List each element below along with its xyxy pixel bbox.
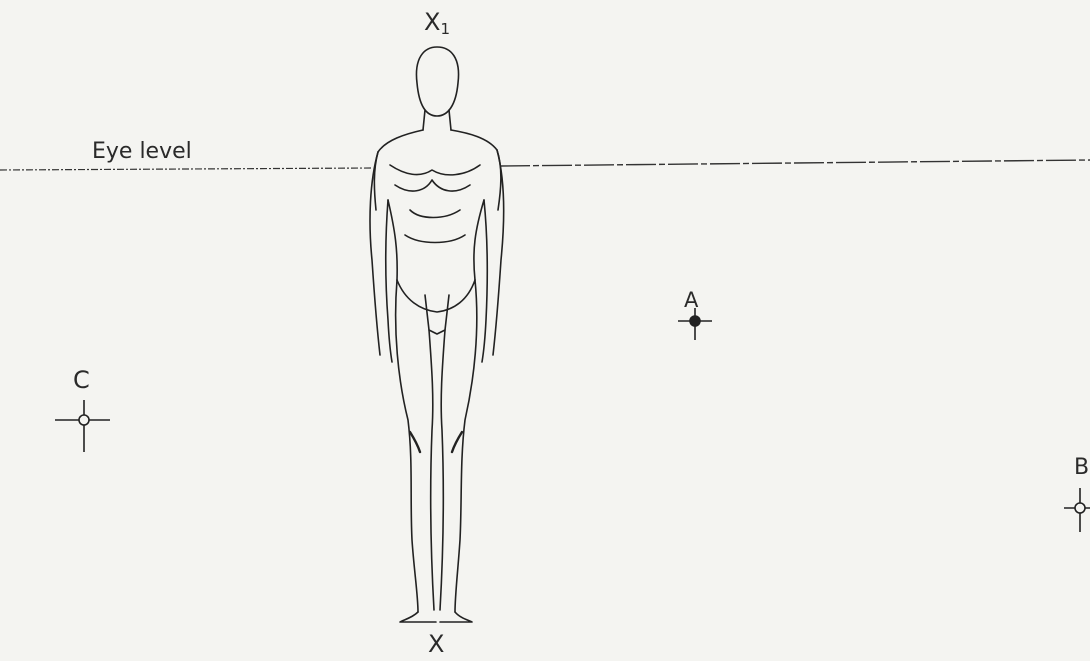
figure-torso xyxy=(374,130,501,210)
x1-label-base: X xyxy=(424,8,440,36)
marker-b xyxy=(1064,488,1090,532)
figure-feet xyxy=(400,612,472,622)
figure-left-leg xyxy=(396,280,434,612)
figure-left-arm xyxy=(370,152,392,362)
human-figure xyxy=(370,47,504,622)
point-b-label: B xyxy=(1074,457,1089,479)
figure-right-leg xyxy=(440,280,477,612)
marker-a xyxy=(678,308,712,340)
marker-c xyxy=(55,400,110,452)
point-a-label: A xyxy=(684,290,698,311)
figure-head xyxy=(416,47,458,116)
x-label: X xyxy=(428,632,444,656)
eye-level-label: Eye level xyxy=(92,141,192,163)
x1-label: X1 xyxy=(424,10,450,37)
point-c-label: C xyxy=(73,368,90,392)
x1-label-subscript: 1 xyxy=(440,20,450,38)
